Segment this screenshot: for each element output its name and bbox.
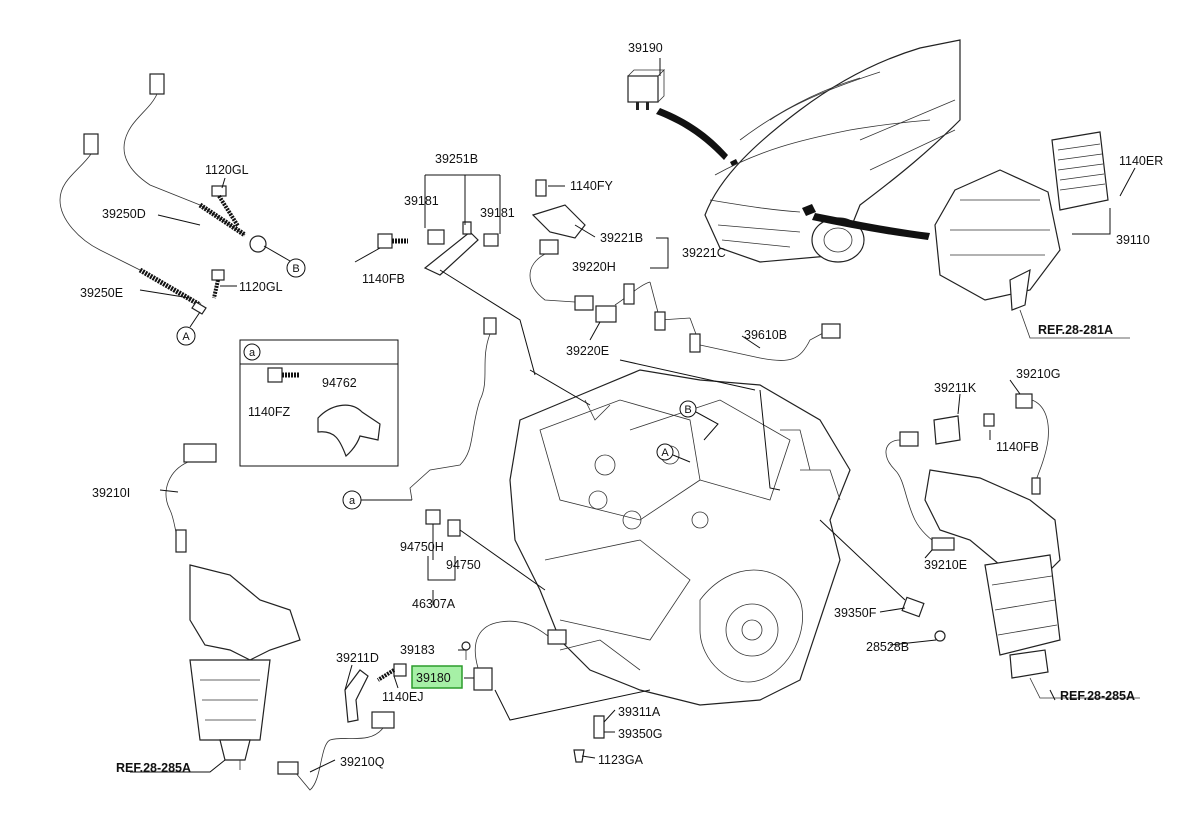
leader-lines bbox=[130, 58, 1136, 773]
label-39220H[interactable]: 39220H bbox=[572, 260, 616, 274]
label-46307A[interactable]: 46307A bbox=[412, 597, 456, 611]
label-39250E[interactable]: 39250E bbox=[80, 286, 123, 300]
connector-39221B bbox=[529, 179, 617, 323]
label-39250D[interactable]: 39250D bbox=[102, 207, 146, 221]
label-39181-left[interactable]: 39181 bbox=[404, 194, 439, 208]
o2-sensor-39210G bbox=[1015, 393, 1049, 495]
engine-callout-B bbox=[679, 400, 719, 441]
label-39211D[interactable]: 39211D bbox=[336, 651, 379, 665]
label-ref-28-285A-left[interactable]: REF.28-285A bbox=[116, 761, 191, 775]
label-39210G[interactable]: 39210G bbox=[1016, 367, 1060, 381]
label-39211K[interactable]: 39211K bbox=[934, 381, 977, 395]
label-ref-28-281A[interactable]: REF.28-281A bbox=[1038, 323, 1113, 337]
label-ref-28-285A-right[interactable]: REF.28-285A bbox=[1060, 689, 1135, 703]
label-39181-right[interactable]: 39181 bbox=[480, 206, 515, 220]
bracket-39211D bbox=[344, 669, 369, 723]
o2-sensor-39210Q bbox=[277, 711, 395, 791]
crank-sensor-39180 bbox=[461, 620, 567, 691]
engine-block bbox=[509, 369, 851, 706]
label-94750H[interactable]: 94750H bbox=[400, 540, 444, 554]
label-1140ER[interactable]: 1140ER bbox=[1119, 154, 1163, 168]
callout-a: a bbox=[342, 490, 362, 510]
sensor-harness-center bbox=[409, 317, 497, 537]
bolt-1140EJ bbox=[376, 663, 407, 682]
label-39190[interactable]: 39190 bbox=[628, 41, 663, 55]
inset-box-a bbox=[239, 339, 399, 467]
callout-A-connector: A bbox=[176, 311, 201, 346]
relay-39190 bbox=[627, 69, 728, 160]
highlight-39180 bbox=[411, 665, 463, 689]
label-39183[interactable]: 39183 bbox=[400, 643, 435, 657]
bracket-39251B bbox=[423, 221, 499, 276]
label-1140FZ[interactable]: 1140FZ bbox=[248, 405, 291, 419]
callout-letter-a: a bbox=[349, 495, 356, 507]
o2-sensor-39250D bbox=[123, 73, 267, 253]
o2-sensor-39250E bbox=[59, 133, 207, 315]
engine-letter-A: A bbox=[661, 447, 669, 459]
label-39220E[interactable]: 39220E bbox=[566, 344, 609, 358]
label-39350G[interactable]: 39350G bbox=[618, 727, 662, 741]
label-39610B[interactable]: 39610B bbox=[744, 328, 787, 342]
ecu-39110 bbox=[812, 131, 1130, 339]
callout-letter-B: B bbox=[292, 263, 299, 275]
engine-letter-B: B bbox=[684, 404, 691, 416]
callout-letter-A: A bbox=[182, 331, 190, 343]
o2-sensor-39210E bbox=[885, 431, 955, 551]
label-39251B[interactable]: 39251B bbox=[435, 152, 478, 166]
catalyst-right bbox=[924, 469, 1140, 699]
label-1140FB-right[interactable]: 1140FB bbox=[996, 440, 1039, 454]
label-1140FB-left[interactable]: 1140FB bbox=[362, 272, 405, 286]
label-39311A[interactable]: 39311A bbox=[618, 705, 661, 719]
callout-B-connector: B bbox=[263, 245, 306, 278]
label-39221C[interactable]: 39221C bbox=[682, 246, 726, 260]
label-28528B[interactable]: 28528B bbox=[866, 640, 909, 654]
label-39110[interactable]: 39110 bbox=[1116, 233, 1150, 247]
bolt-1120GL-top bbox=[211, 185, 240, 228]
label-94762[interactable]: 94762 bbox=[322, 376, 357, 390]
label-39210Q[interactable]: 39210Q bbox=[340, 755, 385, 769]
car-illustration bbox=[704, 39, 961, 263]
label-94750[interactable]: 94750 bbox=[446, 558, 481, 572]
label-39180[interactable]: 39180 bbox=[416, 671, 451, 685]
bolt-1120GL-bottom bbox=[211, 269, 225, 299]
label-39350F[interactable]: 39350F bbox=[834, 606, 877, 620]
knock-sensor-39350G bbox=[573, 715, 605, 763]
label-39221B[interactable]: 39221B bbox=[600, 231, 643, 245]
label-1123GA[interactable]: 1123GA bbox=[598, 753, 644, 767]
engine-callout-A bbox=[656, 443, 691, 463]
label-1120GL-bottom[interactable]: 1120GL bbox=[239, 280, 283, 294]
label-1140EJ[interactable]: 1140EJ bbox=[382, 690, 423, 704]
sensor-39350F bbox=[901, 596, 946, 642]
o2-sensor-39210I bbox=[165, 443, 217, 553]
bracket-39211K bbox=[933, 413, 995, 445]
bolt-1140FB-left bbox=[377, 233, 408, 249]
part-labels[interactable]: 39190 1140ER 39110 REF.28-281A 1120GL 39… bbox=[80, 41, 1163, 775]
harness-39610B bbox=[614, 281, 841, 361]
label-39210I[interactable]: 39210I bbox=[92, 486, 130, 500]
label-1140FY[interactable]: 1140FY bbox=[570, 179, 614, 193]
catalyst-left bbox=[189, 564, 301, 770]
label-1120GL-top[interactable]: 1120GL bbox=[205, 163, 249, 177]
inset-letter-a: a bbox=[249, 347, 256, 359]
label-39210E[interactable]: 39210E bbox=[924, 558, 967, 572]
